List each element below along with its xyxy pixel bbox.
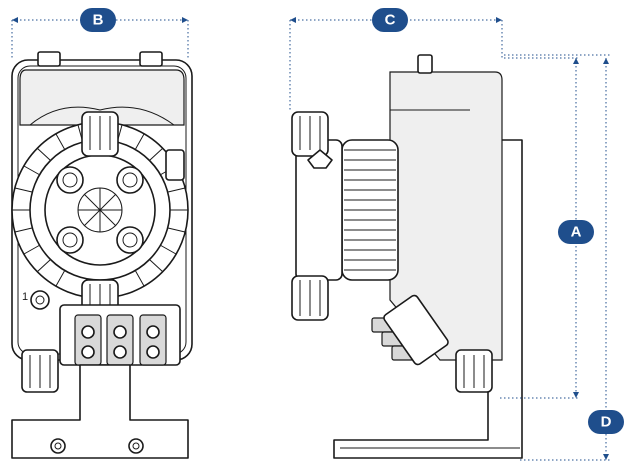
dimension-badge-a: A [558,220,594,244]
side-wall-bracket [333,139,523,459]
front-cable-glands [74,314,167,366]
dimension-badge-b: B [80,8,116,32]
side-cooling-fins [341,139,399,281]
front-view-pump: 1 [11,51,193,459]
side-view-pump [291,54,523,459]
side-vent-knob [307,149,333,169]
badge-label-a: A [571,224,582,241]
front-marker-label: 1 [22,291,28,303]
dimension-d [504,54,610,461]
badge-label-b: B [93,12,104,29]
front-top-lid [19,69,185,126]
badge-label-d: D [601,414,612,431]
side-cable-glands [371,294,449,366]
dimension-a [500,57,580,399]
front-mounting-bracket [11,364,189,459]
dimension-badge-c: C [372,8,408,32]
front-power-knob [30,290,50,310]
badge-label-c: C [385,12,396,29]
dimension-badge-d: D [588,410,624,434]
dimension-c [289,17,503,112]
